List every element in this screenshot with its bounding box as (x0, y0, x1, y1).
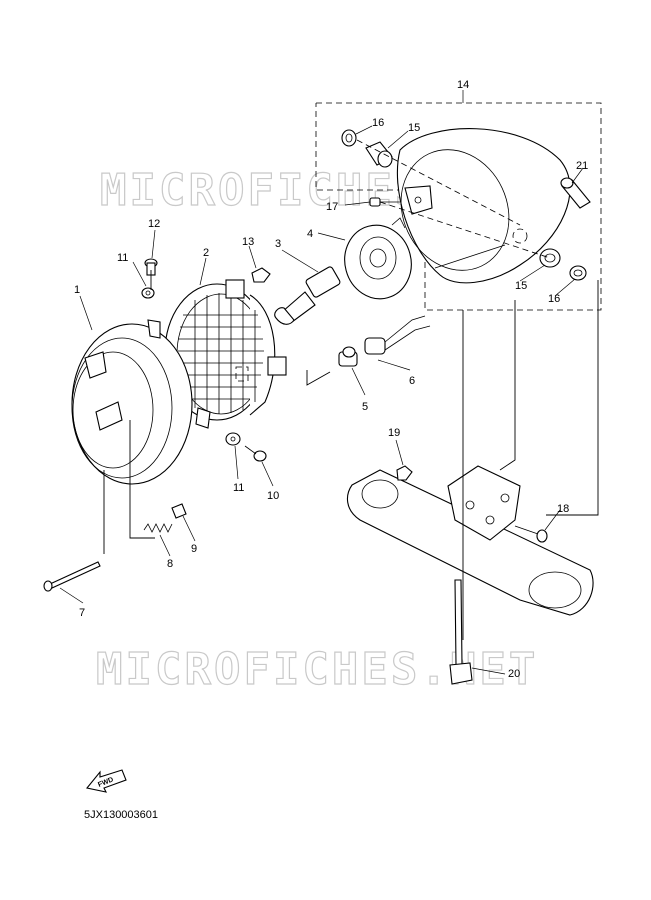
socket-6 (364, 315, 431, 355)
fwd-arrow-icon: FWD (86, 769, 127, 793)
bulb-3 (274, 266, 341, 325)
callout-14: 14 (457, 79, 469, 91)
housing-assembly-box (315, 90, 602, 311)
screw-10 (244, 445, 267, 462)
spring-8 (143, 523, 173, 533)
nut-13 (251, 267, 271, 283)
bolt-18 (514, 525, 548, 543)
grommet-15-bottom (539, 248, 561, 268)
callout-16-bottom: 16 (548, 293, 560, 305)
callout-8: 8 (167, 558, 173, 570)
callout-15-top: 15 (408, 122, 420, 134)
callout-15-bottom: 15 (515, 280, 527, 292)
headlight-rim-1 (71, 319, 211, 485)
callout-2: 2 (203, 247, 209, 259)
headlight-bracket (346, 465, 594, 616)
callout-9: 9 (191, 543, 197, 555)
callouts: 1 2 3 4 5 6 7 8 9 10 11 11 12 13 14 15 1… (74, 79, 588, 680)
callout-17: 17 (326, 201, 338, 213)
callout-3: 3 (275, 238, 281, 250)
callout-10: 10 (267, 490, 279, 502)
collar-16-bottom (569, 265, 587, 281)
callout-11-lower: 11 (233, 482, 244, 494)
screw-7 (43, 561, 101, 592)
callout-21: 21 (576, 160, 588, 172)
callout-4: 4 (307, 228, 313, 240)
cable-tie-20 (449, 579, 473, 685)
socket-cover-4 (344, 217, 412, 300)
callout-18: 18 (557, 503, 569, 515)
collar-16-top (341, 129, 357, 147)
diagram-code: 5JX130003601 (84, 809, 159, 821)
washer-11-top (141, 287, 155, 299)
nut-19 (396, 465, 413, 481)
callout-12: 12 (148, 218, 160, 230)
callout-16-top: 16 (372, 117, 384, 129)
callout-1: 1 (74, 284, 80, 296)
watermark-bottom: MICROFICHES.NET (96, 644, 538, 695)
callout-6: 6 (409, 375, 415, 387)
callout-7: 7 (79, 607, 85, 619)
callout-13: 13 (242, 236, 254, 248)
screw-17 (369, 197, 400, 207)
connector-lines (103, 280, 599, 640)
grommet-15-top (365, 141, 393, 168)
collar-21 (560, 177, 591, 209)
washer-11-bottom (225, 432, 241, 446)
callout-20: 20 (508, 668, 520, 680)
leader-lines (59, 125, 584, 675)
callout-5: 5 (362, 401, 368, 413)
callout-19: 19 (388, 427, 400, 439)
nut-9 (171, 503, 187, 519)
callout-11-upper: 11 (117, 252, 128, 264)
bulb-5 (338, 346, 358, 367)
